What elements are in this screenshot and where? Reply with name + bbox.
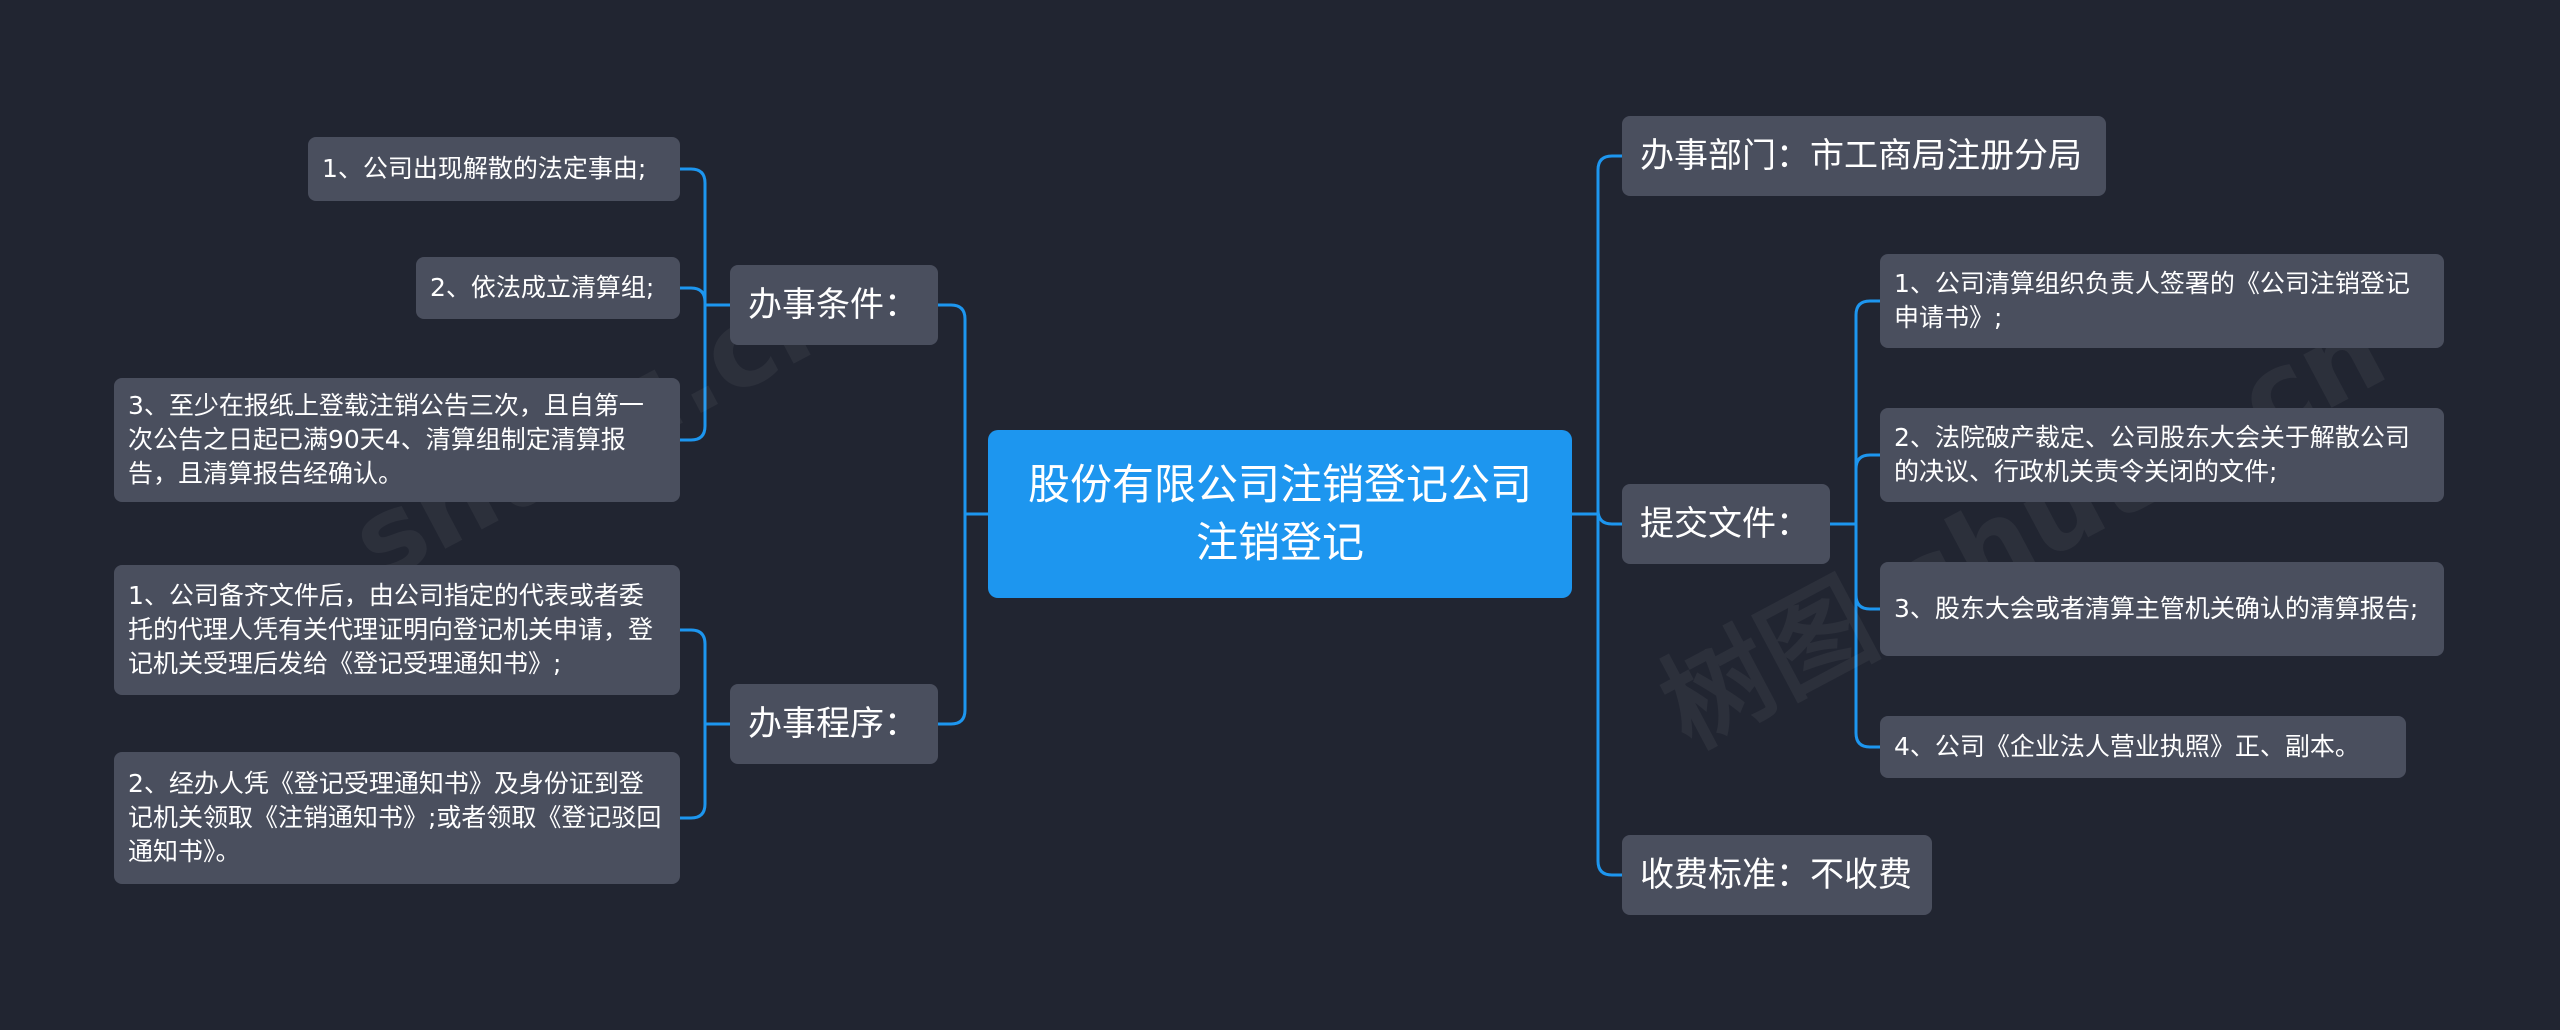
procedure-item[interactable]: 2、经办人凭《登记受理通知书》及身份证到登记机关领取《注销通知书》;或者领取《登…	[114, 752, 680, 884]
branch-procedure-label: 办事程序：	[748, 704, 918, 744]
branch-fee-label: 收费标准：不收费	[1640, 855, 1912, 895]
root-left-line-0	[936, 303, 967, 516]
branch-department-label: 办事部门：市工商局注册分局	[1640, 136, 2082, 176]
condition-item[interactable]: 3、至少在报纸上登载注销公告三次，且自第一次公告之日起已满90天4、清算组制定清…	[114, 378, 680, 502]
document-item[interactable]: 2、法院破产裁定、公司股东大会关于解散公司的决议、行政机关责令关闭的文件;	[1880, 408, 2444, 502]
procedure-item-text: 1、公司备齐文件后，由公司指定的代表或者委托的代理人凭有关代理证明向登记机关申请…	[128, 581, 654, 678]
root-right-line-1	[1596, 509, 1624, 526]
branch-procedure[interactable]: 办事程序：	[730, 684, 938, 764]
condition-item-text: 1、公司出现解散的法定事由;	[322, 154, 647, 183]
procedure-item-text: 2、经办人凭《登记受理通知书》及身份证到登记机关领取《注销通知书》;或者领取《登…	[128, 769, 662, 866]
condition-item[interactable]: 2、依法成立清算组;	[416, 257, 680, 319]
conditions-line-2	[678, 303, 707, 442]
document-item[interactable]: 3、股东大会或者清算主管机关确认的清算报告;	[1880, 562, 2444, 656]
root-topic[interactable]: 股份有限公司注销登记公司注销登记	[988, 430, 1572, 598]
document-item-text: 2、法院破产裁定、公司股东大会关于解散公司的决议、行政机关责令关闭的文件;	[1894, 423, 2410, 486]
procedure-item[interactable]: 1、公司备齐文件后，由公司指定的代表或者委托的代理人凭有关代理证明向登记机关申请…	[114, 565, 680, 695]
documents-line-0	[1854, 299, 1882, 526]
branch-documents-label: 提交文件：	[1640, 504, 1810, 544]
document-item[interactable]: 1、公司清算组织负责人签署的《公司注销登记申请书》;	[1880, 254, 2444, 348]
document-item-text: 1、公司清算组织负责人签署的《公司注销登记申请书》;	[1894, 269, 2410, 332]
branch-department[interactable]: 办事部门：市工商局注册分局	[1622, 116, 2106, 196]
root-topic-label: 股份有限公司注销登记公司注销登记	[1027, 460, 1532, 567]
condition-item[interactable]: 1、公司出现解散的法定事由;	[308, 137, 680, 201]
conditions-line-1	[678, 286, 707, 307]
document-item-text: 4、公司《企业法人营业执照》正、副本。	[1894, 732, 2360, 761]
condition-item-text: 2、依法成立清算组;	[430, 273, 655, 302]
document-item[interactable]: 4、公司《企业法人营业执照》正、副本。	[1880, 716, 2406, 778]
root-left-line-1	[936, 512, 967, 726]
branch-fee[interactable]: 收费标准：不收费	[1622, 835, 1932, 915]
branch-conditions-label: 办事条件：	[748, 285, 918, 325]
condition-item-text: 3、至少在报纸上登载注销公告三次，且自第一次公告之日起已满90天4、清算组制定清…	[128, 391, 644, 488]
root-right-line-2	[1596, 512, 1624, 877]
documents-line-3	[1854, 522, 1882, 749]
branch-documents[interactable]: 提交文件：	[1622, 484, 1830, 564]
branch-conditions[interactable]: 办事条件：	[730, 265, 938, 345]
procedure-line-0	[678, 628, 707, 726]
documents-line-2	[1854, 522, 1882, 611]
procedure-line-1	[678, 722, 707, 820]
root-right-line-0	[1596, 154, 1624, 516]
documents-line-1	[1854, 453, 1882, 526]
conditions-line-0	[678, 167, 707, 307]
document-item-text: 3、股东大会或者清算主管机关确认的清算报告;	[1894, 594, 2419, 623]
